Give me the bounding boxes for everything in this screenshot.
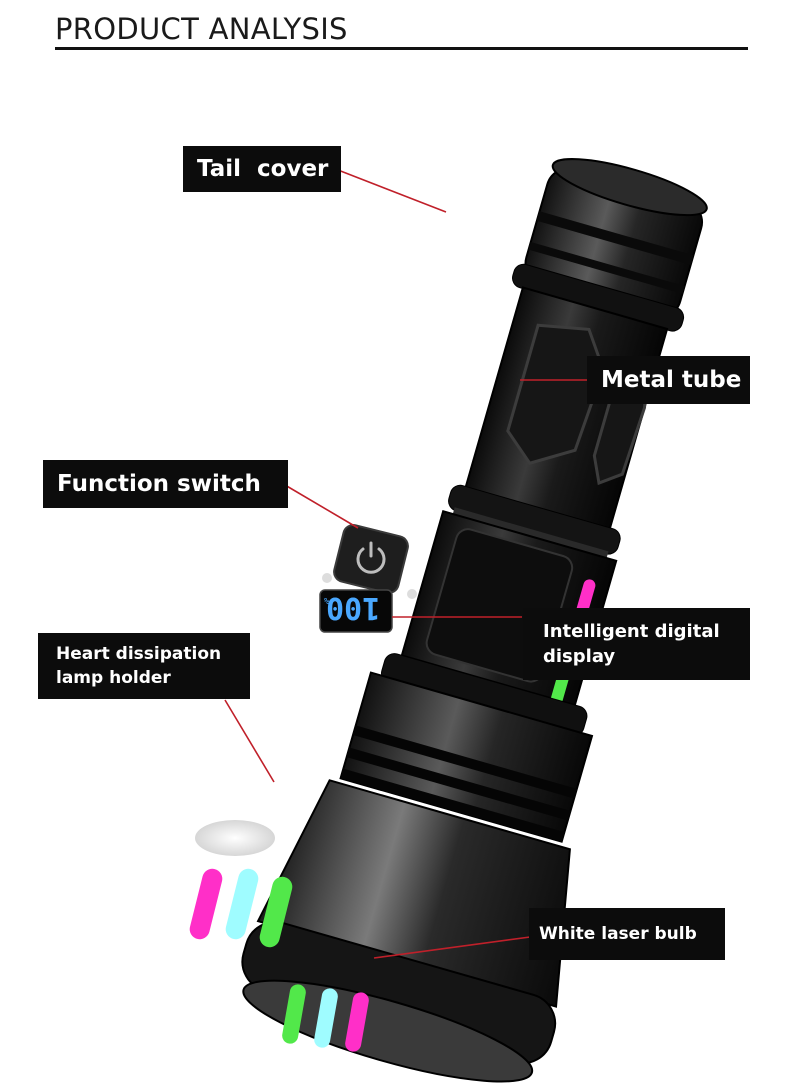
bulb-glow: [195, 820, 275, 856]
label-white-laser-bulb-text: White laser bulb: [539, 924, 697, 944]
led-strip-cyan: [225, 868, 259, 940]
label-intelligent-display-line2: display: [543, 646, 616, 667]
label-tail-cover: Tail cover: [183, 146, 341, 192]
label-intelligent-display-line1: Intelligent digital: [543, 621, 720, 642]
display-readout: 100: [326, 590, 380, 625]
flashlight-head: [256, 779, 571, 1008]
label-metal-tube-text: Metal tube: [601, 367, 742, 393]
label-function-switch-text: Function switch: [57, 471, 261, 497]
label-function-switch: Function switch: [43, 460, 288, 508]
display-symbol: %: [324, 597, 330, 607]
led-strip-green-2: [282, 984, 306, 1044]
label-heat-dissipation-line2: lamp holder: [56, 668, 171, 688]
leader-function-switch: [284, 484, 359, 529]
led-strip-pink-2: [345, 992, 369, 1052]
power-icon: [356, 541, 386, 574]
label-tail-cover-text: Tail cover: [197, 156, 329, 182]
page-title: PRODUCT ANALYSIS: [55, 12, 348, 46]
led-strip-cyan-2: [314, 988, 338, 1048]
led-strip-pink: [189, 868, 223, 940]
leader-lines: [224, 169, 588, 959]
power-button: [333, 524, 409, 594]
label-metal-tube: Metal tube: [587, 356, 750, 404]
label-white-laser-bulb: White laser bulb: [529, 908, 725, 960]
label-intelligent-display: Intelligent digital display: [523, 608, 750, 680]
leader-bulb: [373, 936, 531, 959]
hex-panel: [506, 323, 605, 465]
led-strip-green: [259, 876, 293, 948]
leader-tail-cover: [337, 169, 447, 213]
label-heat-dissipation: Heart dissipation lamp holder: [38, 633, 250, 699]
leader-heat-dissipation: [224, 699, 275, 783]
title-underline: [55, 47, 748, 50]
tail-end: [551, 158, 708, 217]
digital-display: % 100: [319, 589, 393, 633]
lens: [242, 979, 534, 1083]
label-heat-dissipation-line1: Heart dissipation: [56, 644, 222, 664]
